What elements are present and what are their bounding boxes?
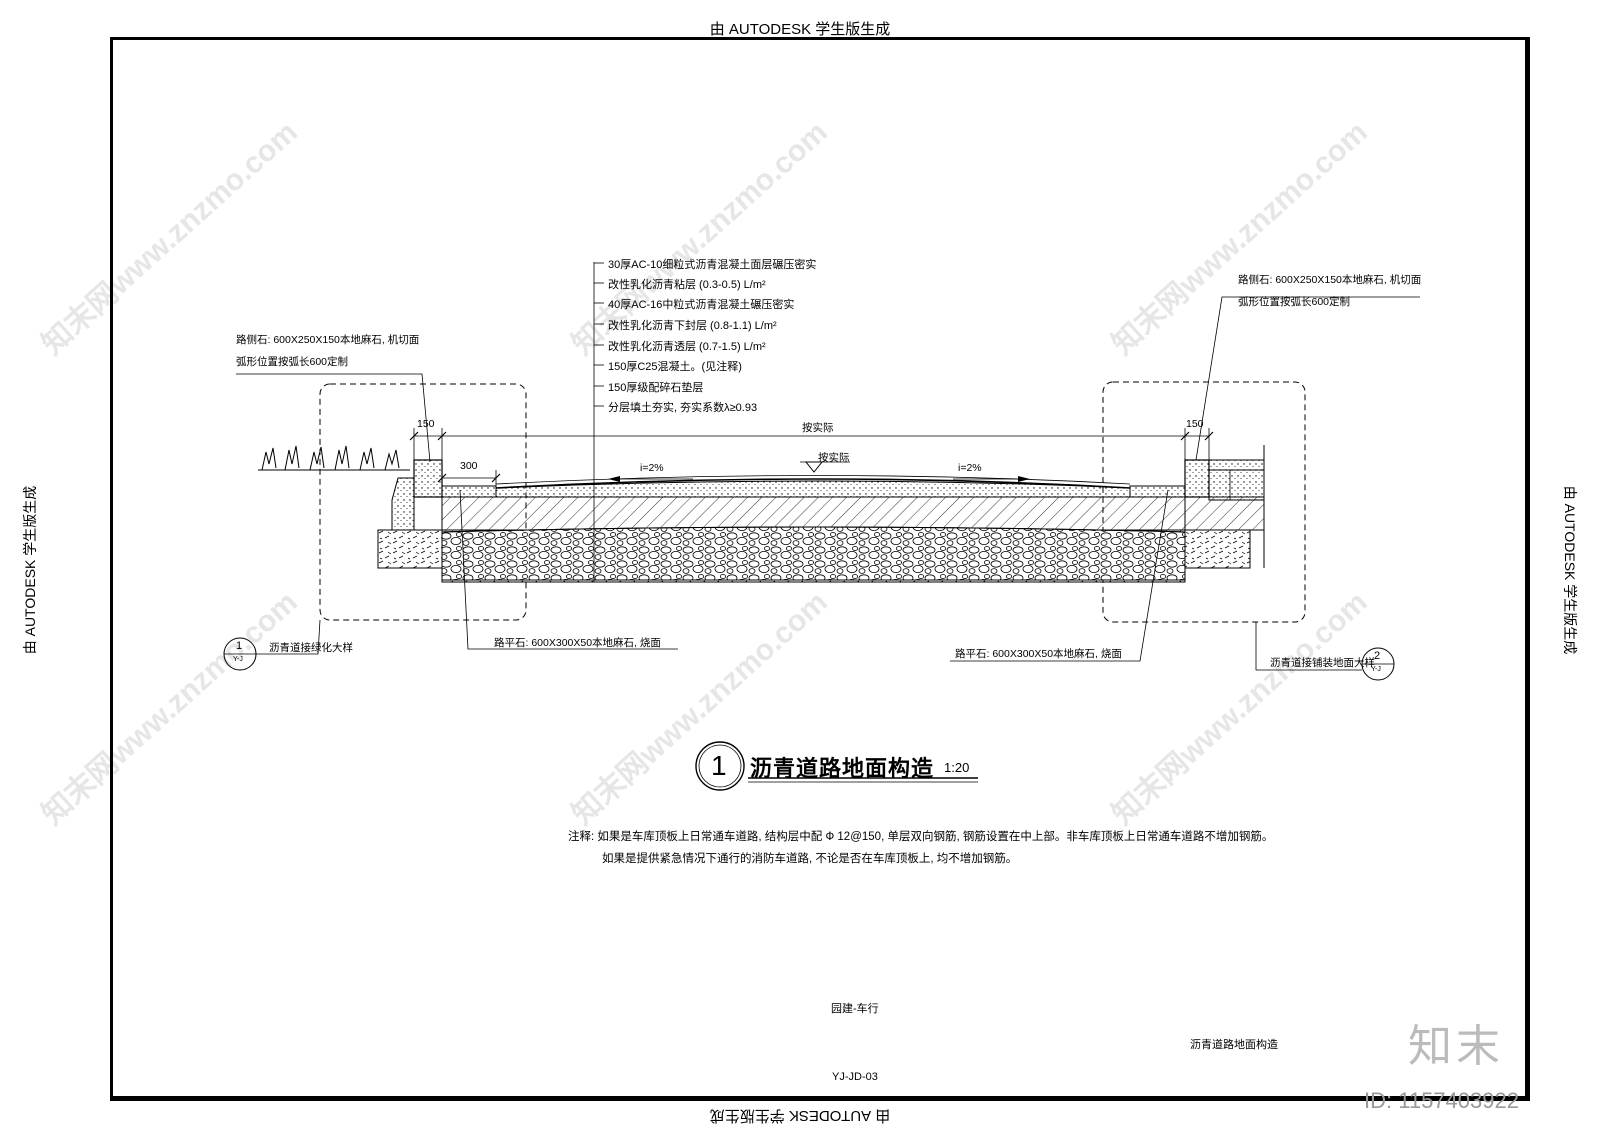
title-number: 1 [711,750,727,781]
drawing-title: 沥青道路地面构造 [750,756,935,781]
autodesk-watermark-top: 由 AUTODESK 学生版生成 [709,21,891,38]
slope-right: i=2% [958,462,982,474]
dimension-by-actual: 按实际 [802,422,834,434]
footer-category: 园建-车行 [831,1003,879,1015]
note-line-1: 注释: 如果是车库顶板上日常通车道路, 结构层中配 Ф 12@150, 单层双向… [568,831,1274,843]
layer-label: 40厚AC-16中粒式沥青混凝土碾压密实 [608,299,795,311]
flat-stone-right-label: 路平石: 600X300X50本地麻石, 烧面 [955,648,1122,660]
layer-label: 改性乳化沥青粘层 (0.3-0.5) L/m² [608,279,766,291]
footer-code: YJ-JD-03 [832,1071,878,1083]
dimension-300: 300 [460,460,478,472]
right-curb [1184,459,1210,498]
layer-label: 30厚AC-10细粒式沥青混凝土面层碾压密实 [608,259,817,271]
slope-left: i=2% [640,462,664,474]
flat-stone-left-label: 路平石: 600X300X50本地麻石, 烧面 [494,637,661,649]
layer-label: 分层填土夯实, 夯实系数λ≥0.93 [608,402,758,414]
detail-1-label: 沥青道接绿化大样 [269,642,353,654]
detail-1-sheet: Y-J [233,656,243,663]
note-line-2: 如果是提供紧急情况下通行的消防车道路, 不论是否在车库顶板上, 均不增加钢筋。 [602,853,1018,865]
detail-2-label: 沥青道接铺装地面大样 [1270,657,1375,669]
asphalt-surface-layer [495,478,1131,489]
drawing-scale: 1:20 [944,760,970,775]
concrete-layer [441,496,1186,533]
left-curb-label-2: 弧形位置按弧长600定制 [236,356,349,368]
brand-logo: 知末 [1408,1022,1504,1071]
detail-2-number: 2 [1374,650,1381,662]
right-curb-label: 路侧石: 600X250X150本地麻石, 机切面 [1238,274,1422,286]
detail-2-sheet: Y-J [1371,666,1381,673]
title-callout [695,741,745,791]
left-curb [413,459,443,498]
grass-symbol [258,445,410,471]
left-curb-label: 路侧石: 600X250X150本地麻石, 机切面 [236,334,420,346]
drawing-frame [110,37,1530,1101]
layer-label: 150厚C25混凝土。(见注释) [608,361,742,373]
dimension-150-left: 150 [417,418,435,430]
image-id: ID: 1157403922 [1364,1088,1519,1113]
layer-label: 改性乳化沥青下封层 (0.8-1.1) L/m² [608,320,777,332]
dimension-150-right: 150 [1186,418,1204,430]
layer-label: 150厚级配碎石垫层 [608,382,704,394]
level-by-actual: 按实际 [818,452,850,464]
layer-label: 改性乳化沥青透层 (0.7-1.5) L/m² [608,341,766,353]
footer-sheet-name: 沥青道路地面构造 [1190,1039,1278,1051]
right-curb-label-2: 弧形位置按弧长600定制 [1238,296,1351,308]
detail-1-number: 1 [236,640,243,652]
